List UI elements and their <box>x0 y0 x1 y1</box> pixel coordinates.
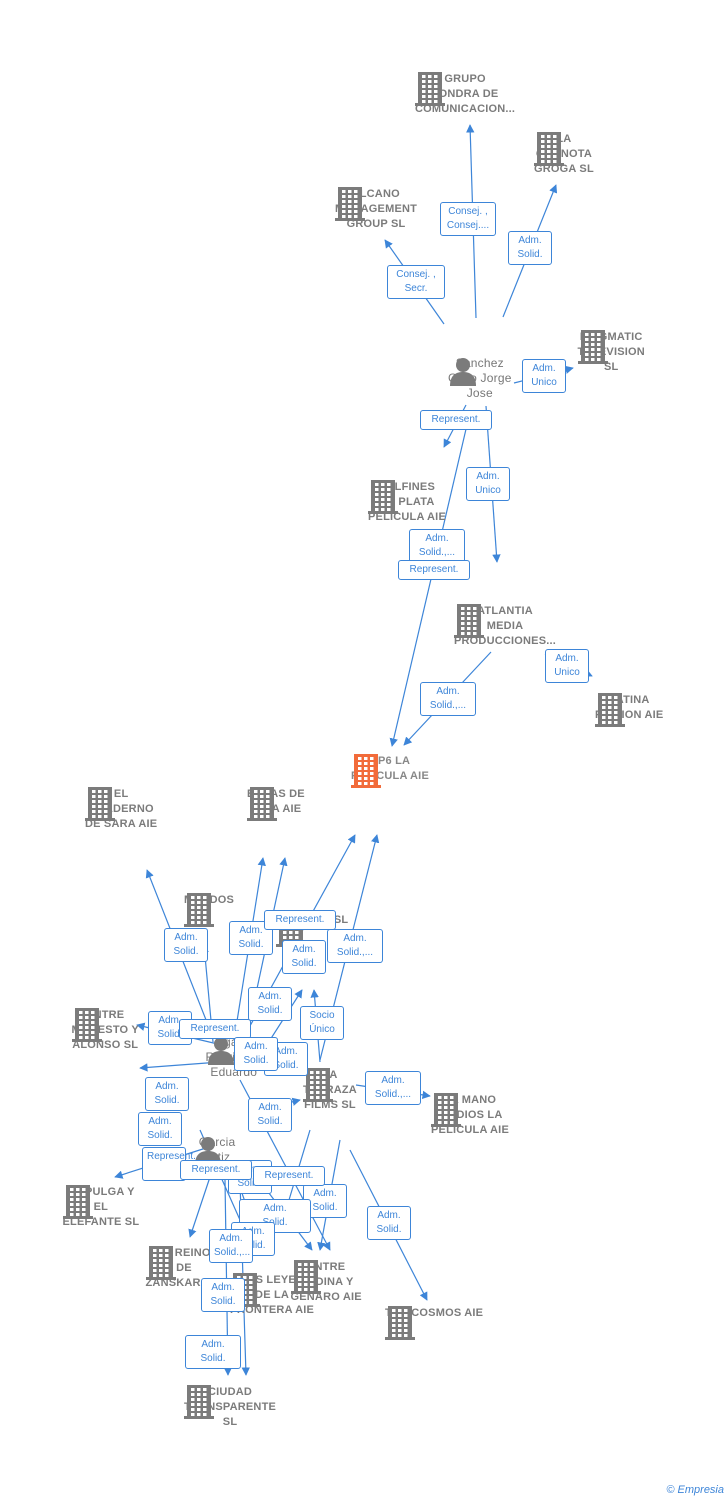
relation-badge[interactable]: Adm. Solid. <box>145 1077 189 1111</box>
relation-badge[interactable]: Adm. Solid.,... <box>365 1071 421 1105</box>
node-atlantia[interactable]: ATLANTIA MEDIA PRODUCCIONES... <box>454 604 556 649</box>
node-elcano[interactable]: ELCANO MANAGEMENT GROUP SL <box>335 187 417 232</box>
relation-badge[interactable]: Represent. <box>398 560 470 580</box>
node-toxi[interactable]: TOXICOSMOS AIE <box>385 1306 483 1340</box>
node-enigmatic[interactable]: ENIGMATIC TELEVISION SL <box>577 330 645 375</box>
node-latina[interactable]: LATINA FICCION AIE <box>595 693 663 727</box>
relation-badge[interactable]: Adm. Solid. <box>185 1335 241 1369</box>
credit-label: © Empresia <box>666 1484 724 1496</box>
relation-badge[interactable]: Adm. Solid. <box>282 940 326 974</box>
relation-badge[interactable]: Represent. <box>179 1019 251 1039</box>
relation-badge[interactable]: Adm. Unico <box>466 467 510 501</box>
node-cuaderno[interactable]: EL CUADERNO DE SARA AIE <box>85 787 157 832</box>
relation-badge[interactable]: Adm. Solid.,... <box>209 1229 253 1263</box>
node-ciudad[interactable]: CIUDAD TRANSPARENTE SL <box>184 1385 276 1430</box>
relation-edge <box>139 1061 221 1072</box>
node-entremod[interactable]: ENTRE MODESTO Y ALONSO SL <box>71 1008 139 1053</box>
relation-badge[interactable]: Adm. Unico <box>522 359 566 393</box>
node-manodios[interactable]: LA MANO DE DIOS LA PELICULA AIE <box>431 1093 509 1138</box>
relation-badge[interactable]: Adm. Solid. <box>248 1098 292 1132</box>
node-sanchez[interactable]: Sanchez Gallo Jorge Jose <box>448 356 512 401</box>
node-ap6[interactable]: AP6 LA PELICULA AIE <box>351 754 429 788</box>
node-pulga[interactable]: LA PULGA Y EL ELEFANTE SL <box>62 1185 140 1230</box>
relation-badge[interactable]: Consej. , Secr. <box>387 265 445 299</box>
relation-badge[interactable]: Represent. <box>142 1147 196 1181</box>
node-grupo[interactable]: GRUPO LONDRA DE COMUNICACION... <box>415 72 515 117</box>
relation-badge[interactable]: Represent. <box>180 1160 252 1180</box>
node-label: ATLANTIA MEDIA PRODUCCIONES... <box>454 605 557 647</box>
node-delfines[interactable]: DELFINES DE PLATA PELICULA AIE <box>368 480 446 525</box>
relation-badge[interactable]: Adm. Solid. <box>138 1112 182 1146</box>
relation-badge[interactable]: Adm. Solid. <box>164 928 208 962</box>
relation-badge[interactable]: Represent. <box>264 910 336 930</box>
node-label: LAS LEYES DE LA FRONTERA AIE <box>230 1274 315 1316</box>
relation-badge[interactable]: Adm. Solid. <box>508 231 552 265</box>
relation-badge[interactable]: Represent. <box>420 410 492 430</box>
node-terraza[interactable]: LA TERRAZA FILMS SL <box>303 1068 357 1113</box>
relation-badge[interactable]: Adm. Solid.,... <box>327 929 383 963</box>
relation-badge[interactable]: Adm. Solid.,... <box>420 682 476 716</box>
relation-badge[interactable]: Adm. Solid. <box>367 1206 411 1240</box>
relation-badge[interactable]: Socio Único <box>300 1006 344 1040</box>
relation-badge[interactable]: Consej. , Consej.... <box>440 202 496 236</box>
node-label: DELFINES DE PLATA PELICULA AIE <box>368 481 446 523</box>
relation-badge[interactable]: Adm. Solid.,... <box>409 529 465 563</box>
node-mundos[interactable]: MUNDOS <box>184 893 234 927</box>
node-granota[interactable]: LA GRANOTA GROGA SL <box>534 132 594 177</box>
node-reino[interactable]: EL REINO DE ZANSKAR AIE <box>145 1246 223 1291</box>
relation-badge[interactable]: Adm. Solid. <box>248 987 292 1021</box>
node-label: GRUPO LONDRA DE COMUNICACION... <box>415 73 516 115</box>
relation-badge[interactable]: Represent. <box>253 1166 325 1186</box>
relation-badge[interactable]: Adm. Solid. <box>201 1278 245 1312</box>
relation-badge[interactable]: Adm. Unico <box>545 649 589 683</box>
node-balas[interactable]: BALAS DE PAJA AIE <box>247 787 305 821</box>
node-entremed[interactable]: ENTRE MEDINA Y GENARO AIE <box>290 1260 362 1305</box>
relation-badge[interactable]: Adm. Solid. <box>234 1037 278 1071</box>
